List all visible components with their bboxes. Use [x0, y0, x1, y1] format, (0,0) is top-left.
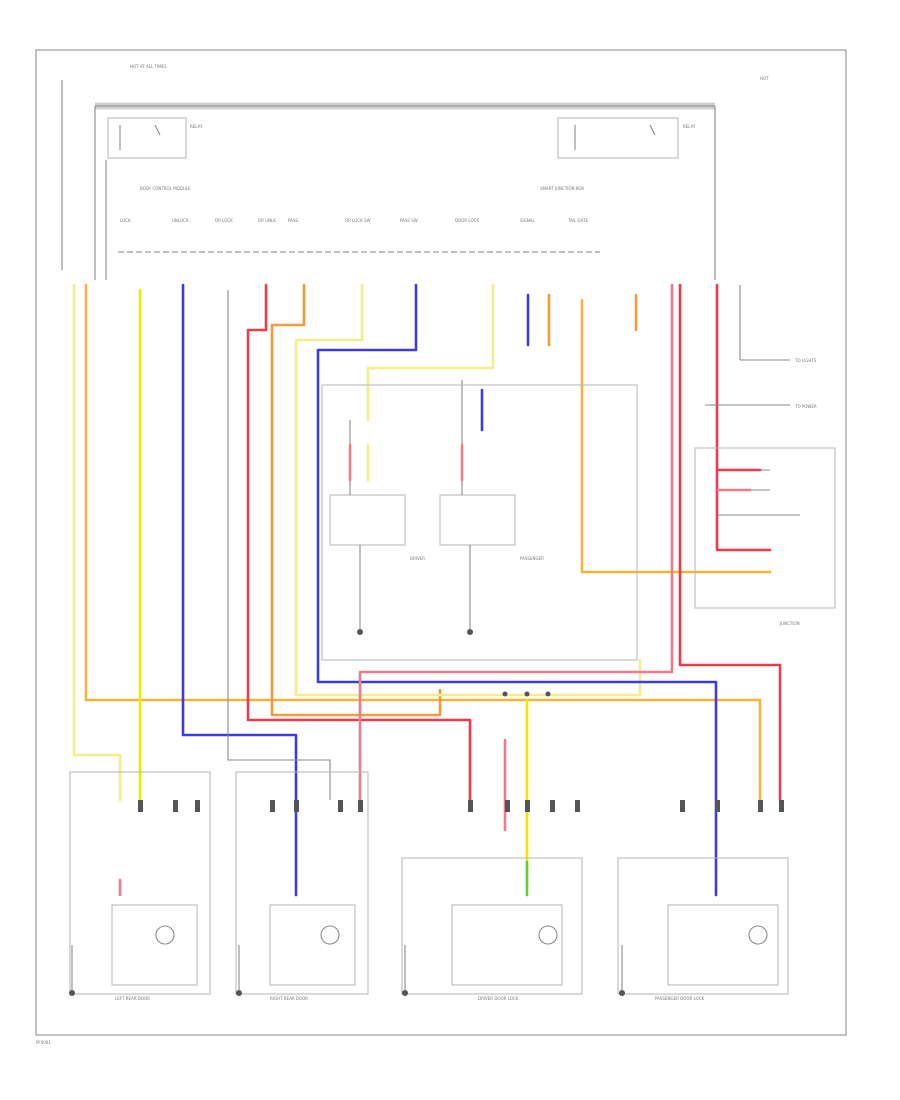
wire-orange-yellow-col12 [580, 298, 772, 574]
fuse-relay-box-right: RELAY [557, 117, 696, 159]
wire-light-yellow-col6 [294, 283, 642, 697]
svg-text:DRIVER: DRIVER [410, 556, 425, 561]
right-rear-door-lock-actuator: RIGHT REAR DOOR [235, 771, 369, 1001]
fuse-relay-box-left: RELAY [107, 117, 203, 159]
power-supply-rail [94, 102, 716, 280]
right-leads: TO LIGHTS TO POWER [705, 285, 817, 409]
wire-orange-yellow-trunk [84, 283, 762, 802]
wire-blue-col7 [316, 283, 718, 897]
wire-red-right-2 [678, 283, 782, 802]
svg-text:DRIVER DOOR LOCK: DRIVER DOOR LOCK [478, 996, 519, 1001]
svg-text:UNLOCK: UNLOCK [172, 218, 189, 223]
wire-light-yellow-left [72, 283, 122, 802]
svg-text:PASS SW: PASS SW [400, 218, 418, 223]
svg-text:JUNCTION: JUNCTION [779, 621, 800, 626]
gray-bundle-left [61, 80, 107, 280]
svg-text:BODY CONTROL MODULE: BODY CONTROL MODULE [140, 186, 191, 191]
svg-text:LOCK: LOCK [120, 218, 131, 223]
wire-red-right-4 [715, 283, 772, 552]
wire-blue-1 [181, 283, 298, 897]
left-rear-door-lock-actuator: LEFT REAR DOOR [69, 771, 211, 1001]
svg-text:RIGHT REAR DOOR: RIGHT REAR DOOR [270, 996, 308, 1001]
wire-pink-right-1 [358, 283, 674, 802]
svg-text:DR LOCK: DR LOCK [215, 218, 233, 223]
diagram-border [35, 49, 847, 1036]
svg-text:DR UNLK: DR UNLK [258, 218, 276, 223]
header-label-right: HOT [760, 76, 769, 81]
driver-door-lock-actuator: DRIVER DOOR LOCK [401, 857, 583, 1001]
svg-text:TAIL GATE: TAIL GATE [567, 218, 589, 223]
passenger-door-lock-actuator: PASSENGER DOOR LOCK [617, 857, 789, 1001]
header-label: HOT AT ALL TIMES [130, 64, 167, 69]
wire-yellow-col9 [366, 283, 495, 422]
svg-text:PASS: PASS [288, 218, 298, 223]
wire-gray-col3 [227, 290, 331, 800]
svg-text:RELAY: RELAY [683, 124, 696, 129]
svg-text:DOOR LOCK: DOOR LOCK [455, 218, 479, 223]
ground-points [69, 945, 625, 996]
body-control-module: BODY CONTROL MODULE SMART JUNCTION BOX L… [118, 186, 600, 253]
junction-block: JUNCTION [694, 447, 836, 626]
svg-text:PASSENGER DOOR LOCK: PASSENGER DOOR LOCK [655, 996, 705, 1001]
svg-text:SMART JUNCTION BOX: SMART JUNCTION BOX [540, 186, 584, 191]
connector-pins [138, 691, 784, 812]
wire-red-col4 [246, 283, 472, 802]
driver-door-lock-switch: DRIVER [329, 420, 425, 635]
svg-text:TO POWER: TO POWER [794, 404, 817, 409]
svg-text:TO LIGHTS: TO LIGHTS [794, 358, 817, 363]
document-code: PF0001 [36, 1040, 51, 1045]
passenger-door-lock-switch: PASSENGER [439, 380, 544, 635]
svg-text:LEFT REAR DOOR: LEFT REAR DOOR [115, 996, 150, 1001]
svg-text:RELAY: RELAY [190, 124, 203, 129]
svg-text:PASSENGER: PASSENGER [520, 556, 544, 561]
svg-text:DR LOCK SW: DR LOCK SW [345, 218, 371, 223]
wire-orange-col5 [270, 283, 442, 717]
switch-subassembly-box [321, 384, 638, 661]
svg-text:SIGNAL: SIGNAL [520, 218, 536, 223]
